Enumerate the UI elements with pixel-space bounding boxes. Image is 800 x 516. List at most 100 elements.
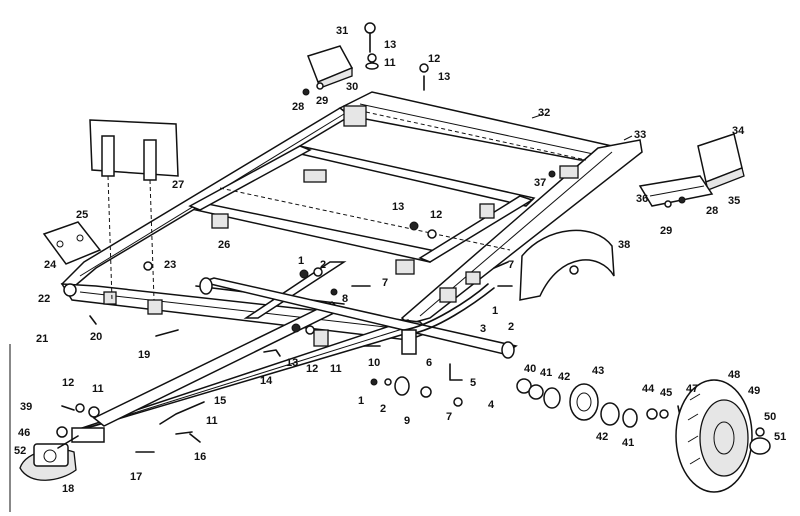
washer-12c xyxy=(305,325,315,335)
callout-36: 36 xyxy=(636,193,648,205)
lug-nut-50 xyxy=(755,427,765,437)
callout-41: 41 xyxy=(622,437,634,449)
callout-13: 13 xyxy=(384,39,396,51)
nut-12-top xyxy=(419,63,429,73)
callout-12: 12 xyxy=(62,377,74,389)
callout-4: 4 xyxy=(488,399,495,411)
callout-15: 15 xyxy=(214,395,226,407)
nut-7c xyxy=(453,397,463,407)
washer-11c xyxy=(88,406,100,418)
clip-14 xyxy=(263,349,281,357)
callout-8: 8 xyxy=(342,293,348,305)
callout-38: 38 xyxy=(618,239,630,251)
tongue-assembly xyxy=(71,277,518,443)
callout-31: 31 xyxy=(336,25,348,37)
callout-43: 43 xyxy=(592,365,604,377)
callout-28: 28 xyxy=(292,101,304,113)
coupler-hitch xyxy=(19,435,79,481)
callout-52: 52 xyxy=(14,445,26,457)
callout-13: 13 xyxy=(286,357,298,369)
bolt-20 xyxy=(89,315,97,325)
callout-25: 25 xyxy=(76,209,88,221)
nut-13d xyxy=(291,323,301,333)
bolt-7b xyxy=(493,261,509,269)
callout-1: 1 xyxy=(492,305,498,317)
nut-7c-set xyxy=(420,386,432,398)
callout-42: 42 xyxy=(596,431,608,443)
callout-11: 11 xyxy=(92,383,104,395)
wheel-tire-48-49 xyxy=(675,379,753,493)
callout-9: 9 xyxy=(404,415,410,427)
callout-29: 29 xyxy=(316,95,328,107)
callout-19: 19 xyxy=(138,349,150,361)
nut-8 xyxy=(330,288,338,296)
callout-7: 7 xyxy=(382,277,388,289)
pin-19 xyxy=(155,329,179,337)
fender-38 xyxy=(519,229,615,301)
nut-13c xyxy=(409,221,419,231)
washer-29-right xyxy=(664,200,672,208)
callout-23: 23 xyxy=(164,259,176,271)
trailer-frame xyxy=(60,91,643,347)
callout-24: 24 xyxy=(44,259,57,271)
callout-33: 33 xyxy=(634,129,646,141)
callout-47: 47 xyxy=(686,383,698,395)
nut-28-right xyxy=(678,196,686,204)
callout-13: 13 xyxy=(392,201,404,213)
hook-11d xyxy=(175,431,193,435)
callout-2: 2 xyxy=(508,321,514,333)
callout-20: 20 xyxy=(90,331,102,343)
callout-35: 35 xyxy=(728,195,740,207)
callout-7: 7 xyxy=(446,411,452,423)
callout-34: 34 xyxy=(732,125,745,137)
callout-48: 48 xyxy=(728,369,740,381)
tail-light-left-30 xyxy=(307,45,354,89)
callout-26: 26 xyxy=(218,239,230,251)
nut-1a xyxy=(299,269,309,279)
nut-28-left xyxy=(302,88,310,96)
callout-46: 46 xyxy=(18,427,30,439)
bolt-16 xyxy=(189,433,201,443)
callout-3: 3 xyxy=(480,323,486,335)
plate-25 xyxy=(42,221,102,265)
leaf-spring-assembly xyxy=(403,271,513,335)
washer-2a xyxy=(313,267,323,277)
callout-11: 11 xyxy=(330,363,342,375)
callout-28: 28 xyxy=(706,205,718,217)
callout-22: 22 xyxy=(38,293,50,305)
callout-30: 30 xyxy=(346,81,358,93)
callout-labels: 31 13 11 12 13 28 29 30 32 33 34 37 36 3… xyxy=(14,25,786,495)
washer-11-top xyxy=(365,62,379,70)
callout-39: 39 xyxy=(20,401,32,413)
washer-12b xyxy=(427,229,437,239)
callout-42: 42 xyxy=(558,371,570,383)
callout-2: 2 xyxy=(380,403,386,415)
callout-17: 17 xyxy=(130,471,142,483)
callout-11: 11 xyxy=(384,57,396,69)
bolt-23 xyxy=(143,261,153,271)
callout-41: 41 xyxy=(540,367,552,379)
safety-chain-15 xyxy=(159,401,205,425)
callout-18: 18 xyxy=(62,483,74,495)
callout-7: 7 xyxy=(508,259,514,271)
leader-32 xyxy=(531,113,545,119)
light-bracket-35-36 xyxy=(638,175,714,207)
u-bolt-5 xyxy=(449,363,463,381)
callout-12: 12 xyxy=(430,209,442,221)
leader-33 xyxy=(623,135,633,141)
washer-2c xyxy=(384,378,392,386)
callout-32: 32 xyxy=(538,107,550,119)
callout-16: 16 xyxy=(194,451,206,463)
callout-49: 49 xyxy=(748,385,760,397)
hub-assembly xyxy=(516,378,681,428)
callout-37: 37 xyxy=(534,177,546,189)
washer-12d xyxy=(75,403,85,413)
bolt-39 xyxy=(61,405,75,411)
callout-51: 51 xyxy=(774,431,786,443)
callout-6: 6 xyxy=(426,357,432,369)
spring-hanger-6 xyxy=(401,329,417,355)
bolt-22 xyxy=(63,283,77,297)
callout-45: 45 xyxy=(660,387,672,399)
callout-29: 29 xyxy=(660,225,672,237)
